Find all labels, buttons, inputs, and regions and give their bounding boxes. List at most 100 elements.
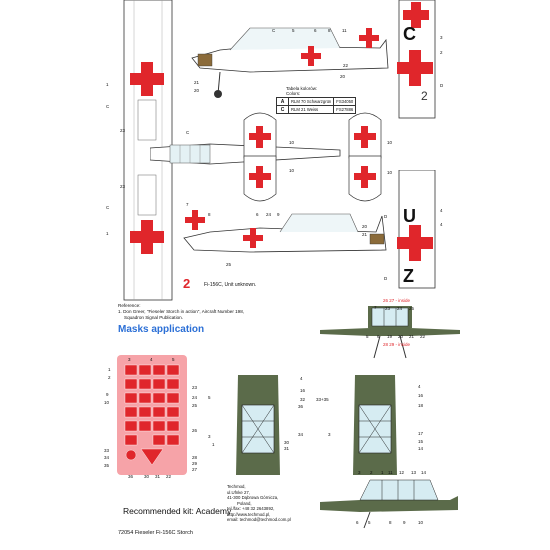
callout-20b-side-top: 20 (340, 74, 346, 79)
mask-callout-29: 29 (192, 461, 198, 466)
side-view-top-drawing (191, 27, 389, 98)
side-callout-12: 12 (399, 470, 405, 475)
front-callout-21: 21 (409, 334, 415, 339)
product-title: 72054 Fieseler Fi-156C Storch (118, 530, 193, 536)
mask-callout-36: 36 (128, 474, 134, 479)
tailplane-right-top-drawing (348, 112, 382, 159)
mid-callout-4: 4 (300, 376, 303, 381)
side-callout-6: 6 (356, 520, 359, 525)
mask-front-view (320, 306, 460, 359)
mask-callout-2: 2 (108, 375, 111, 380)
mid-callout-34: 34 (298, 432, 304, 437)
right-callout-16: 16 (418, 393, 424, 398)
callout-11-side-top: 11 (342, 28, 347, 33)
company-country: Poland, (237, 500, 252, 506)
callout-21-side-top: 21 (194, 80, 200, 85)
mask-callout-22: 22 (166, 474, 172, 479)
reference-line-2: Squadron Signal Publication. (124, 314, 183, 320)
mask-callout-26: 26 (192, 428, 198, 433)
callout-10-right-b: 10 (387, 170, 393, 175)
mid-callout-1: 1 (212, 442, 215, 447)
mask-callout-34: 34 (104, 455, 110, 460)
callout-10-center-a: 10 (289, 140, 295, 145)
front-callout-23: 23 (385, 306, 391, 311)
side-callout-10: 10 (418, 520, 424, 525)
callout-24-side-bottom: 24 (266, 212, 272, 217)
side-callout-5: 5 (368, 520, 371, 525)
callout-8-side-top: 8 (328, 28, 331, 33)
mid-callout-16: 16 (300, 388, 306, 393)
callout-20-side-top: 20 (194, 88, 200, 93)
mask-callout-27: 27 (192, 467, 198, 472)
callout-4-tail: 4 (440, 208, 443, 213)
mid-callout-33-35: 33+35 (316, 397, 329, 402)
company-address: Techmod, ul.Ufnke 27, 41-300 Dąbrowa Gór… (227, 484, 291, 523)
tailplane-top-drawing (243, 112, 277, 159)
side-callout-2: 2 (370, 470, 373, 475)
tailplane-bottom-drawing (243, 155, 277, 202)
callout-8-side-bottom: 8 (208, 212, 211, 217)
callout-10-center-b: 10 (289, 168, 295, 173)
mask-callout-23: 23 (192, 385, 198, 390)
fin-bottom-drawing: U Z (397, 170, 436, 289)
color-fs: FS34050 (333, 97, 357, 106)
mask-side-view (320, 479, 458, 529)
company-phone: tel./fax: +48 32 2643892, (227, 506, 275, 511)
mid-callout-31: 31 (284, 446, 290, 451)
callout-25-side-bottom: 25 (226, 262, 232, 267)
callout-20-side-bottom: 20 (362, 224, 368, 229)
marking-number: 2 (183, 276, 191, 291)
front-callout-24: 24 (397, 306, 403, 311)
callout-c-wing: C (106, 104, 110, 109)
front-callout-22: 22 (420, 334, 426, 339)
callout-d-tail-low: D (384, 276, 388, 281)
callout-c-wing-2: C (106, 205, 110, 210)
color-key: A (276, 97, 289, 106)
company-email: email: techmod@techmod.com.pl (227, 517, 291, 522)
callout-1-top: 1 (106, 82, 109, 87)
side-callout-8: 8 (389, 520, 392, 525)
front-callout-5: 5 (366, 334, 369, 339)
mask-callout-33: 33 (104, 448, 110, 453)
front-inside-bottom: 28 29 - inside (383, 342, 411, 347)
mid-callout-32: 32 (300, 397, 306, 402)
tailplane-right-bottom-drawing (348, 155, 382, 202)
colors-table-heading: Tabela kolorów: Colors: (286, 86, 317, 96)
right-callout-15: 15 (418, 439, 424, 444)
svg-text:2: 2 (421, 89, 428, 103)
callout-7-side-bottom: 7 (186, 202, 189, 207)
color-fs: FS27886 (333, 105, 357, 114)
reference-block: Reference: 1. Don Greer, "Fieseler Storc… (118, 303, 244, 320)
front-callout-19: 19 (387, 334, 393, 339)
callout-c-center: C (186, 130, 190, 135)
right-callout-3: 3 (328, 432, 331, 437)
color-name: RLM 21 Weiss (287, 105, 335, 114)
right-callout-17: 17 (418, 431, 424, 436)
side-callout-13: 13 (411, 470, 417, 475)
mask-callout-10: 10 (104, 400, 110, 405)
front-inside-top: 26 27 - inside (383, 298, 411, 303)
mask-callout-9: 9 (106, 392, 109, 397)
mask-callout-24: 24 (192, 395, 198, 400)
mask-callout-30: 30 (144, 474, 150, 479)
callout-6-side-top: 6 (314, 28, 317, 33)
svg-text:U: U (403, 206, 416, 226)
colors-heading-pl: Tabela kolorów: (286, 86, 318, 91)
callout-21-side-bottom: 21 (362, 232, 368, 237)
callout-c-side-top: C (272, 28, 276, 33)
masks-title: Masks application (118, 324, 205, 335)
callout-6-side-bottom: 6 (256, 212, 259, 217)
recommended-kit: Recommended kit: Academy (123, 506, 232, 516)
colors-row-a: A RLM 70 Schwarzgrün FS34050 (276, 97, 357, 106)
right-callout-4: 4 (418, 384, 421, 389)
unit-caption: Fi-156C, Unit unknown. (204, 282, 257, 288)
front-callout-20: 20 (398, 334, 404, 339)
company-city: 41-300 Dąbrowa Górnicza, (227, 495, 279, 500)
side-callout-1: 1 (381, 470, 384, 475)
color-name: RLM 70 Schwarzgrün (287, 97, 335, 106)
mask-top-view-right (353, 375, 397, 475)
mask-callout-35: 35 (104, 463, 110, 468)
mid-callout-30: 30 (284, 440, 290, 445)
reference-title: Reference: (118, 303, 141, 308)
front-callout-7: 7 (374, 305, 377, 310)
